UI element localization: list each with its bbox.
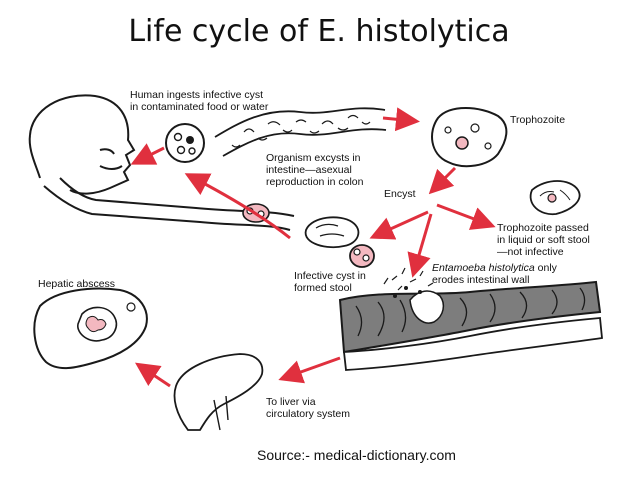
arrow-liver-to-abscess xyxy=(135,362,171,388)
infective-cyst-icon xyxy=(349,244,375,268)
passed-trophozoite-illustration xyxy=(529,180,581,216)
label-liver-line1: To liver via xyxy=(266,396,316,408)
arrow-encyst-to-wall xyxy=(407,213,433,278)
diagram-labels: Human ingests infective cyst in contamin… xyxy=(38,89,590,420)
label-excyst-line3: reproduction in colon xyxy=(266,176,364,188)
label-erodes-only: only xyxy=(535,262,558,274)
ingested-cyst-icon xyxy=(165,123,205,163)
intestine-illustration xyxy=(214,107,387,157)
label-passed-line3: —not infective xyxy=(497,246,564,258)
label-cyst-line2: formed stool xyxy=(294,282,352,294)
lifecycle-arrows xyxy=(130,107,496,388)
arrow-to-trophozoite xyxy=(382,107,420,132)
label-encyst: Encyst xyxy=(384,188,416,200)
arrow-trophozoite-to-encyst xyxy=(428,166,457,195)
arrow-to-mouth xyxy=(130,143,165,165)
diagram-title: Life cycle of E. histolytica xyxy=(128,14,510,49)
source-credit: Source:- medical-dictionary.com xyxy=(257,447,456,463)
arrow-encyst-to-passed xyxy=(436,203,496,230)
label-liver-line2: circulatory system xyxy=(266,408,350,420)
label-excyst-line2: intestine—asexual xyxy=(266,164,352,176)
label-passed-line2: in liquid or soft stool xyxy=(497,234,590,246)
label-ingest-line1: Human ingests infective cyst xyxy=(130,89,263,101)
arrow-encyst-to-cyst xyxy=(369,210,429,240)
label-passed-line1: Trophozoite passed xyxy=(497,222,589,234)
label-erodes-line2: erodes intestinal wall xyxy=(432,274,529,286)
label-erodes-species: Entamoeba histolytica xyxy=(432,262,535,274)
label-excyst-line1: Organism excysts in xyxy=(266,152,361,164)
arrow-wall-to-liver xyxy=(278,356,341,384)
encysting-illustration xyxy=(304,216,360,249)
hepatic-abscess-illustration xyxy=(33,287,148,369)
arrow-cyst-to-ingest xyxy=(184,173,291,240)
label-erodes-line1: Entamoeba histolytica only xyxy=(432,262,558,274)
label-ingest-line2: in contaminated food or water xyxy=(130,101,269,113)
label-trophozoite: Trophozoite xyxy=(510,114,565,126)
label-hepatic-abscess: Hepatic abscess xyxy=(38,278,115,290)
trophozoite-illustration xyxy=(431,107,508,168)
liver-illustration xyxy=(173,353,264,431)
colon-wall-illustration xyxy=(338,267,603,371)
label-cyst-line1: Infective cyst in xyxy=(294,270,366,282)
